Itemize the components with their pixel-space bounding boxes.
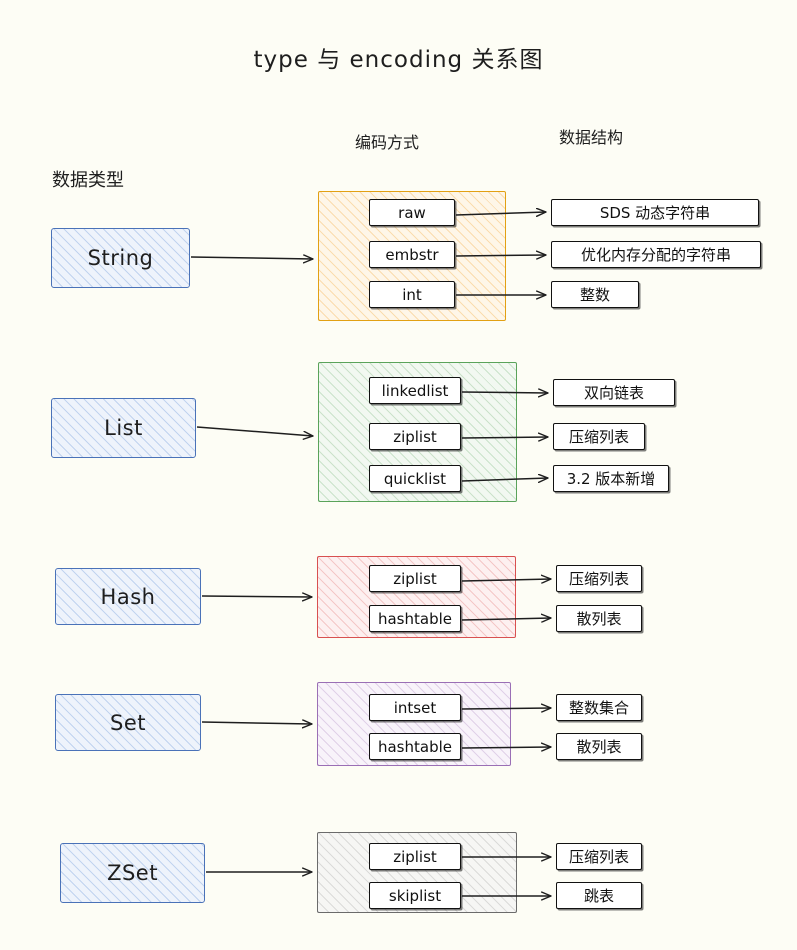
structure-box-integer[interactable]: 整数 bbox=[551, 281, 639, 308]
arrow-string-to-group bbox=[190, 257, 313, 259]
structure-box-skiplist[interactable]: 跳表 bbox=[556, 882, 642, 909]
type-box-string[interactable]: String bbox=[51, 228, 190, 288]
encoding-box-raw[interactable]: raw bbox=[369, 199, 455, 226]
column-header-encoding: 编码方式 bbox=[355, 133, 420, 152]
type-box-hash[interactable]: Hash bbox=[55, 568, 201, 625]
structure-box-sds[interactable]: SDS 动态字符串 bbox=[551, 199, 759, 226]
structure-box-intset[interactable]: 整数集合 bbox=[556, 694, 642, 721]
type-box-zset[interactable]: ZSet bbox=[60, 843, 205, 903]
arrow-list-to-group bbox=[196, 426, 313, 436]
type-box-list[interactable]: List bbox=[51, 398, 196, 458]
structure-box-quicklist-note[interactable]: 3.2 版本新增 bbox=[553, 465, 669, 492]
encoding-box-ziplist-hash[interactable]: ziplist bbox=[369, 565, 461, 592]
column-header-type: 数据类型 bbox=[52, 170, 124, 191]
encoding-box-quicklist[interactable]: quicklist bbox=[369, 465, 461, 492]
structure-box-ziplist-zset[interactable]: 压缩列表 bbox=[556, 843, 642, 870]
encoding-box-intset[interactable]: intset bbox=[369, 694, 461, 721]
type-box-set[interactable]: Set bbox=[55, 694, 201, 751]
structure-box-hashtable-set[interactable]: 散列表 bbox=[556, 733, 642, 760]
structure-box-ziplist-hash[interactable]: 压缩列表 bbox=[556, 565, 642, 592]
page-title: type 与 encoding 关系图 bbox=[253, 47, 544, 73]
encoding-box-hashtable-set[interactable]: hashtable bbox=[369, 733, 461, 760]
arrow-hash-to-group bbox=[201, 596, 312, 597]
encoding-box-hashtable-hash[interactable]: hashtable bbox=[369, 605, 461, 632]
structure-box-doubly-linked-list[interactable]: 双向链表 bbox=[553, 379, 675, 406]
structure-box-hashtable-hash[interactable]: 散列表 bbox=[556, 605, 642, 632]
arrow-set-to-group bbox=[201, 722, 312, 724]
structure-box-embstr-string[interactable]: 优化内存分配的字符串 bbox=[551, 241, 761, 268]
encoding-box-embstr[interactable]: embstr bbox=[369, 241, 455, 268]
encoding-box-skiplist[interactable]: skiplist bbox=[369, 882, 461, 909]
encoding-box-int[interactable]: int bbox=[369, 281, 455, 308]
encoding-box-ziplist-list[interactable]: ziplist bbox=[369, 423, 461, 450]
structure-box-ziplist-list[interactable]: 压缩列表 bbox=[553, 423, 645, 450]
encoding-box-linkedlist[interactable]: linkedlist bbox=[369, 377, 461, 404]
encoding-box-ziplist-zset[interactable]: ziplist bbox=[369, 843, 461, 870]
column-header-structure: 数据结构 bbox=[559, 128, 624, 147]
